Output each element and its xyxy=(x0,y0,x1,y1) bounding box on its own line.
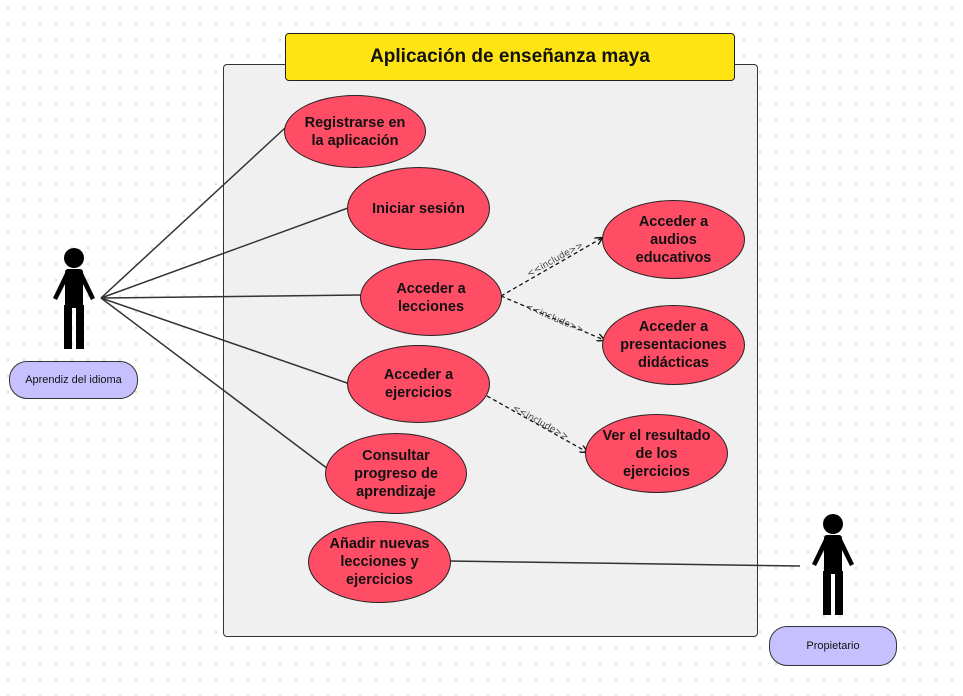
assoc-learner-progress xyxy=(100,297,333,473)
use-case-add-content[interactable]: Añadir nuevas lecciones y ejercicios xyxy=(308,521,451,603)
use-case-results[interactable]: Ver el resultado de los ejercicios xyxy=(585,414,728,493)
owner-actor-icon xyxy=(812,514,854,615)
system-title: Aplicación de enseñanza maya xyxy=(285,33,735,81)
use-case-presentations[interactable]: Acceder a presentaciones didácticas xyxy=(602,305,745,385)
use-case-register[interactable]: Registrarse en la aplicación xyxy=(284,95,426,168)
assoc-learner-exercises xyxy=(100,297,351,385)
assoc-learner-register xyxy=(100,127,286,299)
include-lessons-presentations xyxy=(500,295,604,340)
include-lessons-audios xyxy=(500,238,602,297)
assoc-owner-add xyxy=(448,560,801,567)
assoc-learner-login xyxy=(100,207,349,299)
use-case-progress[interactable]: Consultar progreso de aprendizaje xyxy=(325,433,467,514)
use-case-exercises[interactable]: Acceder a ejercicios xyxy=(347,345,490,423)
include-exercises-results xyxy=(486,395,587,452)
assoc-learner-lessons xyxy=(100,294,362,299)
use-case-audios[interactable]: Acceder a audios educativos xyxy=(602,200,745,279)
use-case-login[interactable]: Iniciar sesión xyxy=(347,167,490,250)
learner-actor-icon xyxy=(53,248,95,349)
learner-actor-label: Aprendiz del idioma xyxy=(9,361,138,399)
use-case-lessons[interactable]: Acceder a lecciones xyxy=(360,259,502,336)
owner-actor-label: Propietario xyxy=(769,626,897,666)
